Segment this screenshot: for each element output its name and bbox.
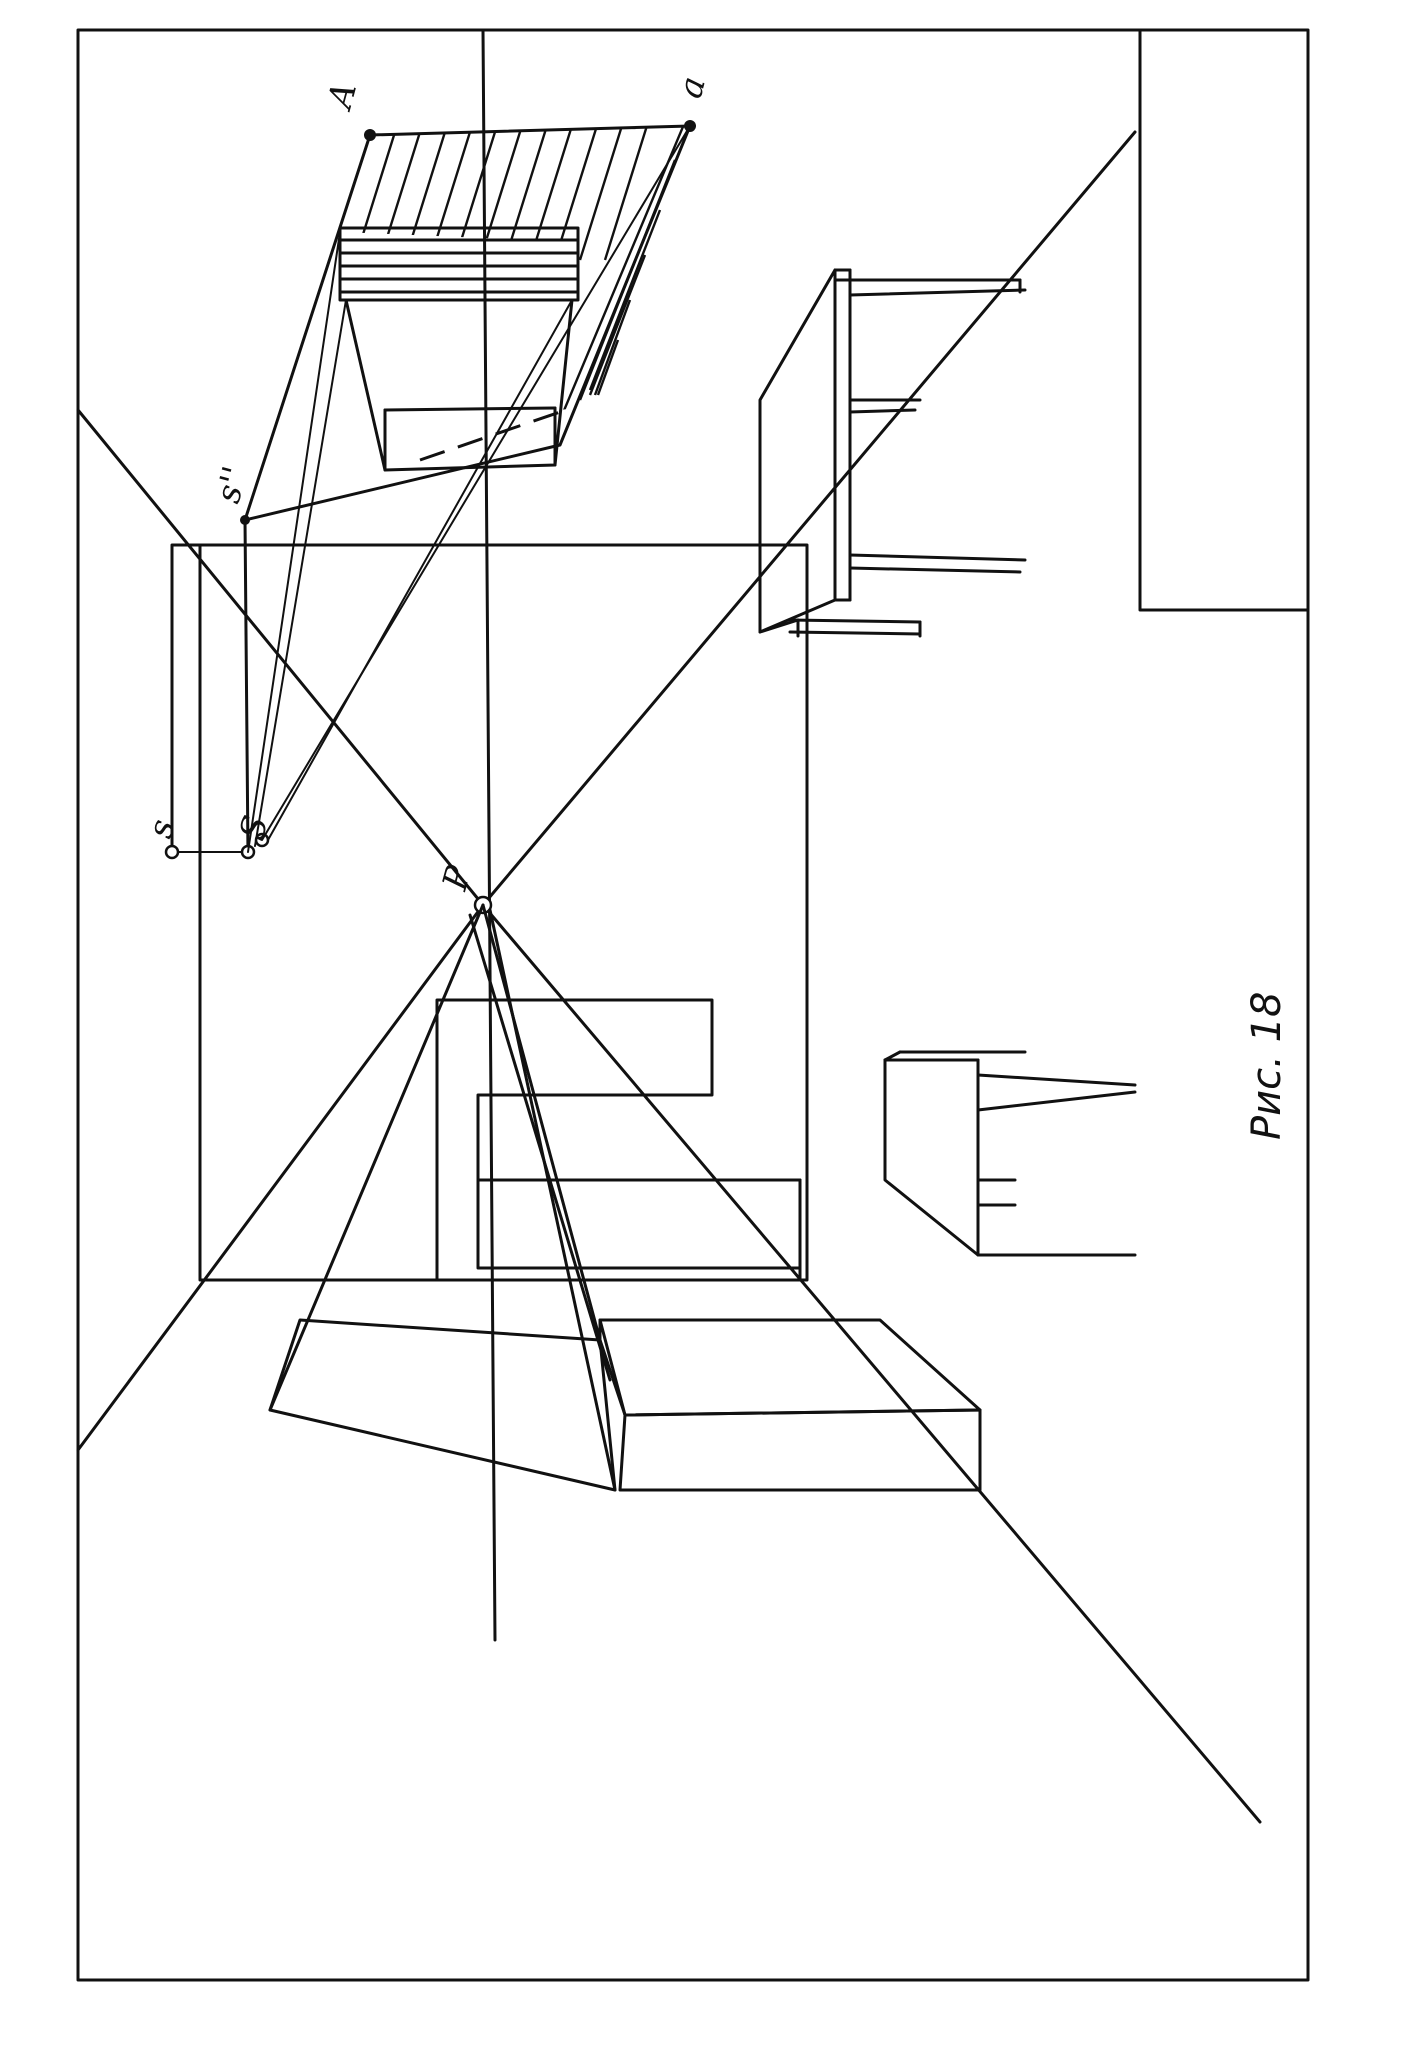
label-A: A [319, 78, 365, 115]
back-wall [198, 543, 809, 1282]
label-a: a [670, 72, 714, 102]
ray-top-right [481, 130, 1137, 907]
floor-box [268, 1318, 982, 1492]
figure-caption: Рис. 18 [1244, 992, 1290, 1140]
ray-P-box-right2 [468, 913, 612, 1382]
horizon-line [481, 28, 497, 1642]
window-outline [243, 124, 692, 522]
point-s [164, 844, 180, 860]
ray-S-A [247, 231, 341, 853]
label-s2: s'' [208, 462, 256, 507]
ray-P-box-mid [481, 903, 602, 1342]
label-P: P [435, 861, 480, 896]
table [758, 268, 1027, 638]
side-panel [1138, 28, 1310, 612]
page-frame [76, 28, 1310, 1982]
label-s: s [140, 815, 183, 842]
ray-bottom-right [481, 903, 1262, 1824]
window-shadow-hatch [342, 126, 690, 410]
cabinet-front-top [476, 1178, 802, 1270]
s-level-line [243, 518, 250, 857]
ray-S-a [261, 125, 691, 841]
label-S: S [232, 811, 277, 844]
ray-S-frame-bl [254, 299, 347, 847]
ray-P-box-top [268, 903, 485, 1412]
window-shadow-edge [419, 410, 561, 462]
ray-top-left [76, 408, 485, 907]
window-reveal [344, 298, 574, 472]
ray-P-box-right [488, 908, 617, 1492]
back-wall-inner [170, 543, 202, 852]
window-sill [383, 406, 557, 412]
chair [883, 1050, 1137, 1257]
ray-bottom-left [76, 903, 485, 1452]
ray-S-frame-br [267, 299, 573, 841]
